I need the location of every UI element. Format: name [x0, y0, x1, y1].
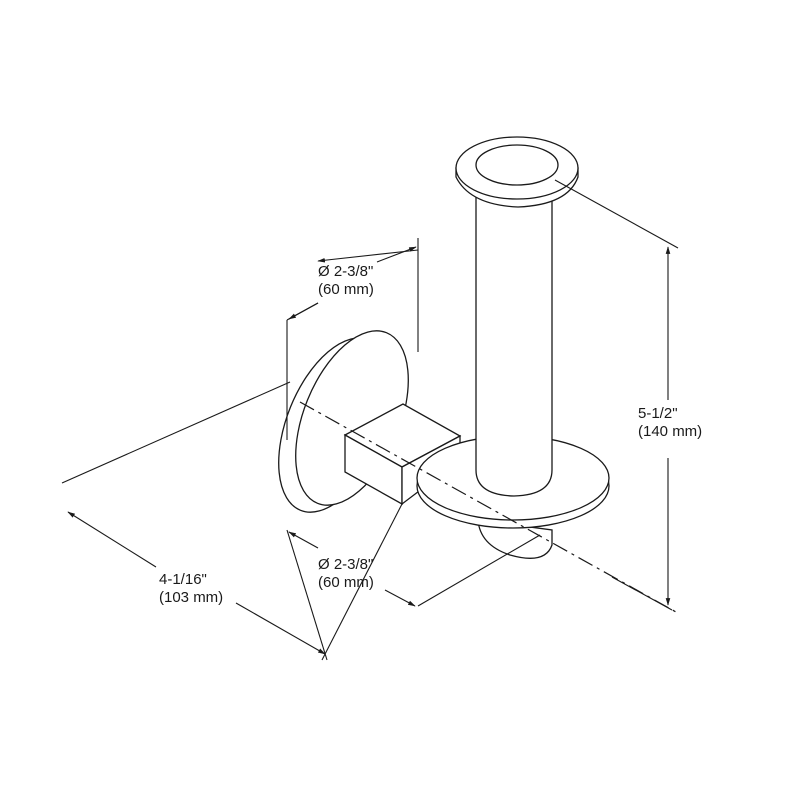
- dimension-top-flange-diameter: [286, 246, 419, 321]
- top-flange-imperial: Ø 2-3/8": [318, 263, 374, 280]
- bottom-flange-imperial: Ø 2-3/8": [318, 556, 374, 573]
- top-cap: [455, 136, 579, 208]
- bottom-flange-metric: (60 mm): [318, 574, 374, 591]
- center-line: [299, 401, 677, 613]
- depth-imperial: 4-1/16": [159, 571, 207, 588]
- height-imperial: 5-1/2": [638, 405, 678, 422]
- vertical-post: [475, 184, 553, 497]
- label-bottom-flange-diameter: Ø 2-3/8" (60 mm): [318, 556, 374, 592]
- label-top-flange-diameter: Ø 2-3/8" (60 mm): [318, 263, 374, 299]
- top-flange-metric: (60 mm): [318, 281, 374, 298]
- dimension-depth: [67, 511, 326, 655]
- height-metric: (140 mm): [638, 423, 703, 440]
- depth-metric: (103 mm): [159, 589, 224, 606]
- extension-lines: [61, 179, 679, 661]
- label-depth: 4-1/16" (103 mm): [159, 571, 223, 607]
- label-height: 5-1/2" (140 mm): [638, 405, 702, 441]
- dimension-bottom-flange-diameter: [288, 531, 416, 607]
